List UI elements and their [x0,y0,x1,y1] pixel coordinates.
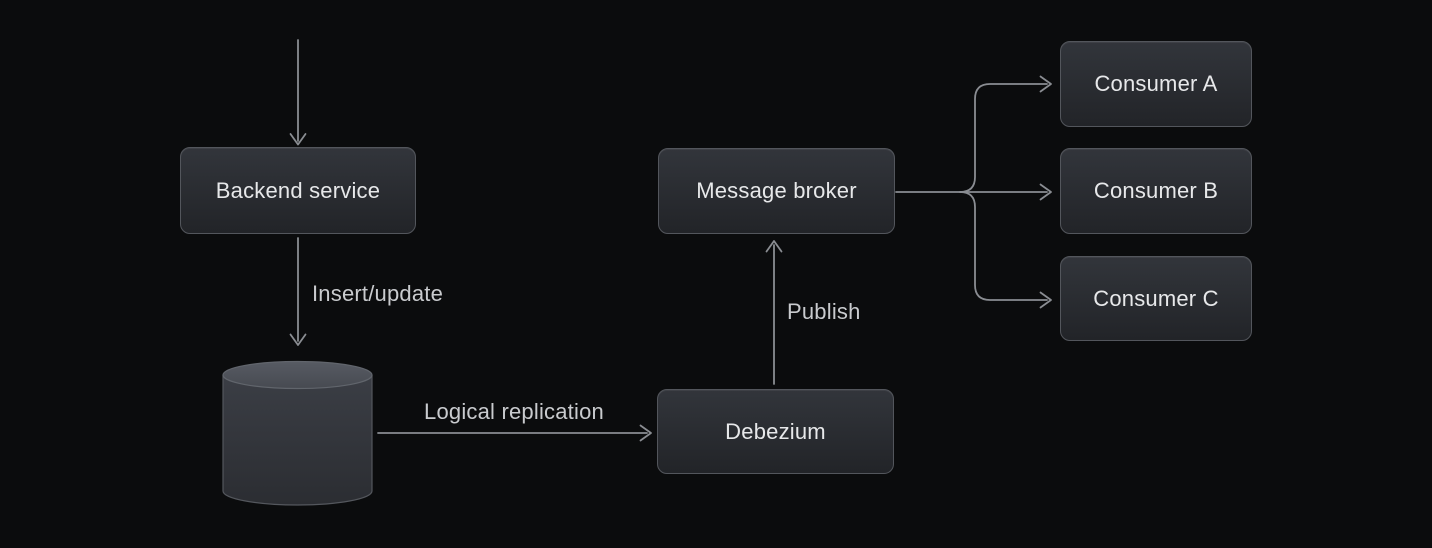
node-consumer-b: Consumer B [1060,148,1252,234]
node-message-broker-label: Message broker [696,178,857,203]
edge-label-insert-update: Insert/update [312,281,444,306]
node-consumer-c: Consumer C [1060,256,1252,341]
arrow-broker-to-consumer-a [959,75,1052,193]
node-debezium-label: Debezium [725,418,826,444]
node-backend-service: Backend service [180,147,416,234]
node-debezium: Debezium [657,389,894,474]
node-backend-service-label: Backend service [215,177,381,203]
node-consumer-a-label: Consumer A [1094,71,1218,96]
edge-label-logical-replication: Logical replication [424,399,604,424]
arrow-broker-to-consumer-c [959,191,1052,309]
database-cylinder-icon [222,360,373,506]
arrow-debezium-to-broker [765,240,783,385]
node-consumer-c-label: Consumer C [1093,285,1219,311]
arrow-broker-to-consumer-b [895,183,1052,201]
node-consumer-a: Consumer A [1060,41,1252,127]
node-message-broker: Message broker [658,148,895,234]
arrow-backend-to-database [289,237,307,346]
arrow-external-to-backend [289,39,307,146]
edge-label-publish: Publish [787,299,861,324]
arrow-database-to-debezium [377,424,652,442]
node-consumer-b-label: Consumer B [1093,178,1219,203]
